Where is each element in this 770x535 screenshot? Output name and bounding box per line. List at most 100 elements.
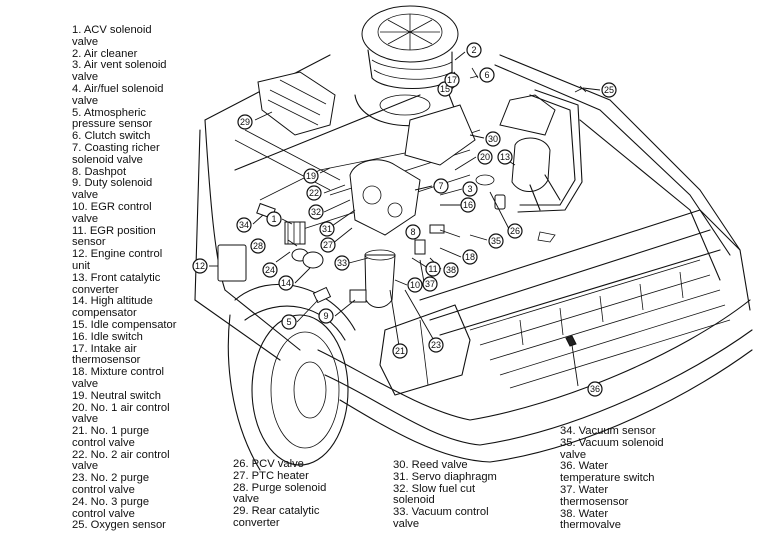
svg-text:27: 27 <box>323 240 333 250</box>
callout-37: 37 <box>422 276 438 292</box>
legend-item-26: 26. PCV valve <box>233 458 304 470</box>
legend-item-28: 28. Purge solenoid valve <box>233 481 327 506</box>
callout-38: 38 <box>443 262 459 278</box>
legend-item-24: 24. No. 3 purge control valve <box>72 495 150 520</box>
svg-text:23: 23 <box>431 340 441 350</box>
legend-item-19: 19. Neutral switch <box>72 389 161 402</box>
legend-item-2: 2. Air cleaner <box>72 47 138 60</box>
callout-18: 18 <box>462 249 478 265</box>
svg-text:22: 22 <box>309 188 319 198</box>
svg-text:38: 38 <box>446 265 456 275</box>
callout-21: 21 <box>392 343 408 359</box>
rear-catalytic-converter-art <box>257 71 336 136</box>
svg-text:36: 36 <box>590 384 600 394</box>
legend-item-3: 3. Air vent solenoid valve <box>72 59 167 84</box>
svg-text:20: 20 <box>480 152 490 162</box>
callout-13: 13 <box>497 149 513 165</box>
svg-text:1: 1 <box>271 214 276 224</box>
callout-36: 36 <box>587 381 603 397</box>
svg-text:26: 26 <box>510 226 520 236</box>
svg-text:32: 32 <box>311 207 321 217</box>
callout-5: 5 <box>281 314 297 330</box>
legend-item-14: 14. High altitude compensator <box>72 295 153 320</box>
callout-11: 11 <box>425 261 441 277</box>
legend-item-9: 9. Duty solenoid valve <box>72 177 153 202</box>
callout-30: 30 <box>485 131 501 147</box>
legend-item-21: 21. No. 1 purge control valve <box>72 425 150 449</box>
callout-28: 28 <box>250 238 266 254</box>
svg-text:21: 21 <box>395 346 405 356</box>
callout-19: 19 <box>303 168 319 184</box>
callout-12: 12 <box>192 258 208 274</box>
small-components-art <box>217 67 587 347</box>
legend-item-8: 8. Dashpot <box>72 165 127 178</box>
callout-16: 16 <box>460 197 476 213</box>
callout-2: 2 <box>466 42 482 58</box>
legend-item-29: 29. Rear catalytic converter <box>233 505 320 529</box>
legend-item-30: 30. Reed valve <box>393 459 468 471</box>
legend-item-11: 11. EGR position sensor <box>72 224 156 249</box>
legend-item-7: 7. Coasting richer solenoid valve <box>72 141 160 166</box>
svg-text:8: 8 <box>410 227 415 237</box>
legend-item-32: 32. Slow fuel cut solenoid <box>393 482 476 507</box>
legend-item-25: 25. Oxygen sensor <box>72 519 166 532</box>
svg-text:5: 5 <box>286 317 291 327</box>
callout-29: 29 <box>237 114 253 130</box>
legend-item-16: 16. Idle switch <box>72 330 143 343</box>
legend-item-18: 18. Mixture control valve <box>72 366 165 390</box>
svg-text:2: 2 <box>471 45 476 55</box>
legend-item-27: 27. PTC heater <box>233 469 309 482</box>
callout-27: 27 <box>320 237 336 253</box>
svg-text:17: 17 <box>447 75 457 85</box>
svg-text:16: 16 <box>463 200 473 210</box>
svg-text:10: 10 <box>410 280 420 290</box>
svg-text:18: 18 <box>465 252 475 262</box>
legend-item-17: 17. Intake air thermosensor <box>72 342 141 367</box>
svg-text:3: 3 <box>467 184 472 194</box>
leader-lines <box>209 51 601 387</box>
air-cleaner-art <box>354 5 459 127</box>
callout-1: 1 <box>266 211 282 227</box>
legend-item-12: 12. Engine control unit <box>72 248 163 272</box>
callout-24: 24 <box>262 262 278 278</box>
svg-text:13: 13 <box>500 152 510 162</box>
legend-item-36: 36. Water temperature switch <box>560 460 655 485</box>
callout-20: 20 <box>477 149 493 165</box>
legend-item-22: 22. No. 2 air control valve <box>72 448 170 473</box>
svg-text:33: 33 <box>337 258 347 268</box>
legend-item-13: 13. Front catalytic converter <box>72 271 161 296</box>
svg-text:31: 31 <box>322 224 332 234</box>
legend-item-35: 35. Vacuum solenoid valve <box>560 436 664 461</box>
svg-text:28: 28 <box>253 241 263 251</box>
legend-item-4: 4. Air/fuel solenoid valve <box>72 82 164 107</box>
legend-item-10: 10. EGR control valve <box>72 200 152 225</box>
svg-text:37: 37 <box>425 279 435 289</box>
svg-text:12: 12 <box>195 261 205 271</box>
svg-text:15: 15 <box>440 84 450 94</box>
callout-10: 10 <box>407 277 423 293</box>
legend-item-23: 23. No. 2 purge control valve <box>72 472 150 497</box>
callout-31: 31 <box>319 221 335 237</box>
callout-34: 34 <box>236 217 252 233</box>
legend-item-6: 6. Clutch switch <box>72 130 151 143</box>
callout-17: 17 <box>444 72 460 88</box>
intake-cluster-art <box>349 104 476 308</box>
legend-item-5: 5. Atmospheric pressure sensor <box>72 106 153 131</box>
legend-item-33: 33. Vacuum control valve <box>393 506 489 530</box>
callout-3: 3 <box>462 181 478 197</box>
legend-item-38: 38. Water thermovalve <box>560 507 621 532</box>
legend-item-20: 20. No. 1 air control valve <box>72 401 170 426</box>
svg-text:19: 19 <box>306 171 316 181</box>
callout-6: 6 <box>479 67 495 83</box>
callout-23: 23 <box>428 337 444 353</box>
callout-35: 35 <box>488 233 504 249</box>
legend-item-37: 37. Water thermosensor <box>560 483 629 508</box>
svg-text:14: 14 <box>281 278 291 288</box>
callout-22: 22 <box>306 185 322 201</box>
callout-25: 25 <box>601 82 617 98</box>
callout-7: 7 <box>433 178 449 194</box>
